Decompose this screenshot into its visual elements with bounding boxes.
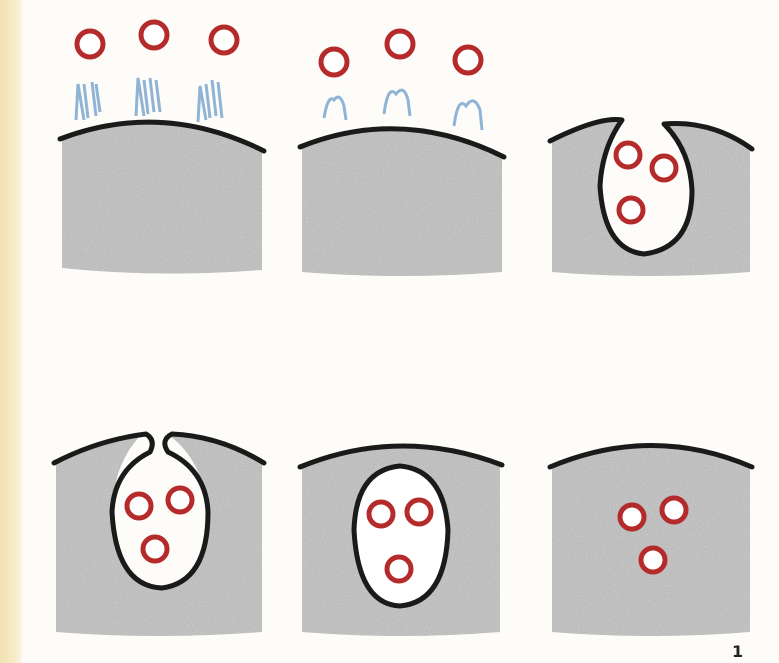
stage-2 bbox=[300, 31, 504, 276]
particle bbox=[407, 500, 431, 524]
stage-4 bbox=[54, 434, 264, 636]
particle bbox=[387, 557, 411, 581]
particle bbox=[168, 488, 192, 512]
particle bbox=[652, 156, 676, 180]
particle bbox=[77, 31, 103, 57]
particle bbox=[321, 49, 347, 75]
cytoplasm bbox=[552, 445, 750, 636]
particle bbox=[616, 143, 640, 167]
particle bbox=[662, 498, 686, 522]
particle bbox=[620, 505, 644, 529]
stage-6 bbox=[550, 445, 752, 636]
particle bbox=[369, 502, 393, 526]
particle bbox=[143, 537, 167, 561]
particle bbox=[619, 198, 643, 222]
vesicle bbox=[354, 466, 448, 606]
stage-3 bbox=[550, 119, 752, 276]
particle bbox=[641, 548, 665, 572]
receptor bbox=[324, 90, 482, 130]
stage-1 bbox=[60, 22, 264, 274]
particle bbox=[455, 47, 481, 73]
cytoplasm bbox=[56, 434, 262, 636]
receptor bbox=[76, 78, 222, 122]
cytoplasm bbox=[62, 122, 262, 274]
particle bbox=[211, 27, 237, 53]
particle bbox=[141, 22, 167, 48]
cytoplasm bbox=[302, 128, 502, 276]
stage-5 bbox=[300, 445, 502, 636]
particle bbox=[387, 31, 413, 57]
particle bbox=[127, 494, 151, 518]
corner-mark: 1 bbox=[732, 642, 743, 661]
